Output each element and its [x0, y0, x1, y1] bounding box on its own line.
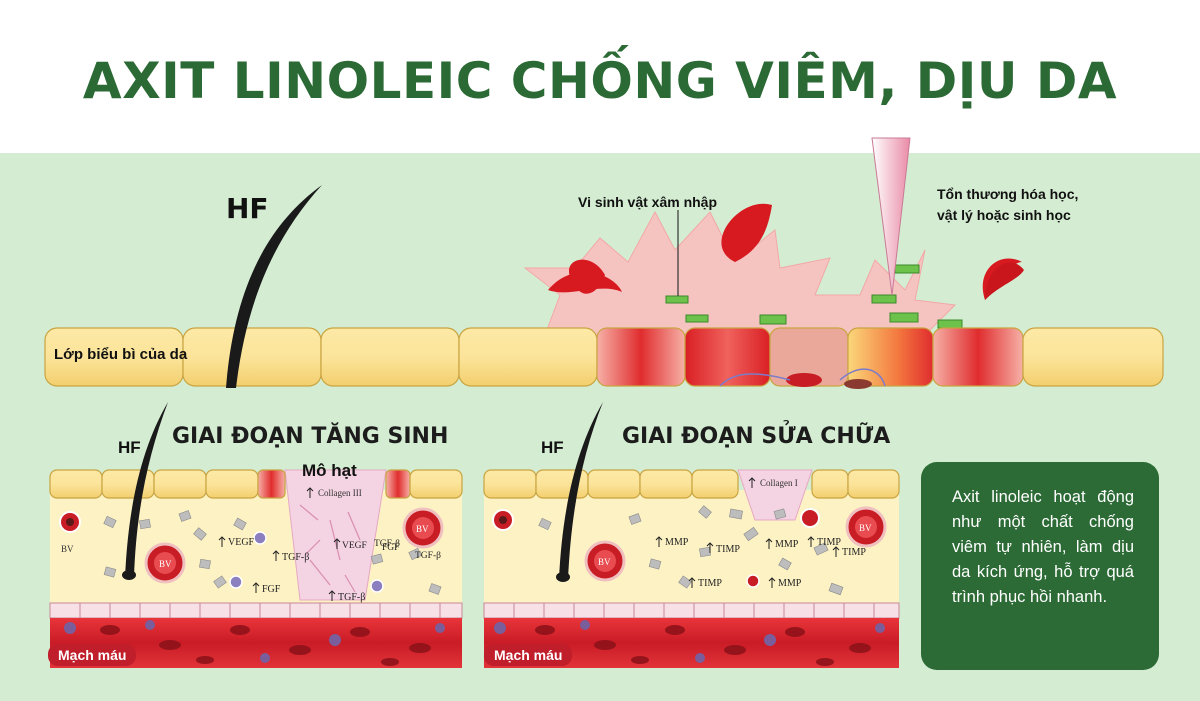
repair-panel: BV BV Collagen I MMP TIMP MMP TIMP TIMP …	[483, 402, 900, 668]
fgf-label: FGF	[262, 584, 281, 595]
mmp-label: MMP	[778, 578, 802, 589]
hair-follicle-label: HF	[541, 438, 564, 457]
bv-cell	[584, 540, 626, 582]
red-drop	[568, 259, 605, 294]
vegf-label: VEGF	[228, 537, 255, 548]
granulation-tissue	[284, 469, 387, 601]
red-drop	[721, 203, 772, 262]
info-text: Axit linoleic hoạt động như một chất chố…	[952, 488, 1134, 606]
vegf-label: VEGF	[342, 541, 367, 551]
hair-follicle-label: HF	[226, 192, 269, 225]
collagen3-label: Collagen III	[318, 488, 362, 498]
hair-follicle	[559, 402, 603, 580]
proliferation-panel: BV BV BV Collagen III VEGF TGF-β VEGF TG…	[49, 402, 463, 668]
red-drop	[985, 262, 1024, 300]
bv-cell	[845, 506, 887, 548]
tgf-label: TGF-β	[338, 592, 365, 603]
bv-cell	[144, 542, 186, 584]
svg-text:BV: BV	[159, 559, 172, 569]
collagen-wedge	[737, 469, 813, 521]
mmp-label: MMP	[665, 537, 689, 548]
blood-vessel-label: Mạch máu	[48, 644, 137, 666]
needle	[871, 137, 911, 296]
bv-label: BV	[61, 544, 74, 554]
mmp-label: MMP	[775, 539, 799, 550]
inflammation-scene	[523, 137, 1024, 360]
info-box	[921, 462, 1159, 670]
timp-label: TIMP	[842, 547, 866, 558]
tgf-label: TGF-β	[374, 539, 400, 549]
hair-follicle	[125, 402, 168, 578]
timp-label: TIMP	[698, 578, 722, 589]
timp-label: TIMP	[716, 544, 740, 555]
damage-label-line2: vật lý hoặc sinh học	[937, 207, 1071, 223]
svg-text:BV: BV	[416, 524, 429, 534]
tgf-label: TGF-β	[415, 551, 441, 561]
damage-burst	[523, 210, 957, 336]
blood-vessel-label: Mạch máu	[484, 644, 573, 666]
red-blood-cell	[786, 373, 822, 387]
microbe-invasion-label: Vi sinh vật xâm nhập	[578, 194, 718, 210]
timp-label: TIMP	[817, 537, 841, 548]
svg-text:BV: BV	[859, 523, 872, 533]
red-blood-cell	[844, 379, 872, 389]
damage-label-line1: Tổn thương hóa học,	[937, 186, 1079, 202]
cell-outline	[719, 368, 886, 387]
granulation-tissue-label: Mô hạt	[302, 461, 357, 480]
hair-follicle-label: HF	[118, 438, 141, 457]
epidermis-label: Lớp biểu bì của da	[54, 346, 188, 363]
bv-cell	[492, 509, 514, 531]
hair-follicle	[226, 185, 322, 388]
bv-cell	[59, 511, 81, 533]
collagen1-label: Collagen I	[760, 478, 798, 488]
svg-text:BV: BV	[598, 557, 611, 567]
stage-repair-title: GIAI ĐOẠN SỬA CHỮA	[622, 424, 891, 449]
tgf-label: TGF-β	[282, 552, 309, 563]
bv-cell	[402, 507, 444, 549]
page-title: AXIT LINOLEIC CHỐNG VIÊM, DỊU DA	[82, 52, 1118, 110]
fgf-label: FGF	[382, 543, 399, 553]
stage-proliferation-title: GIAI ĐOẠN TĂNG SINH	[172, 424, 449, 449]
epidermis-top	[44, 327, 1164, 387]
